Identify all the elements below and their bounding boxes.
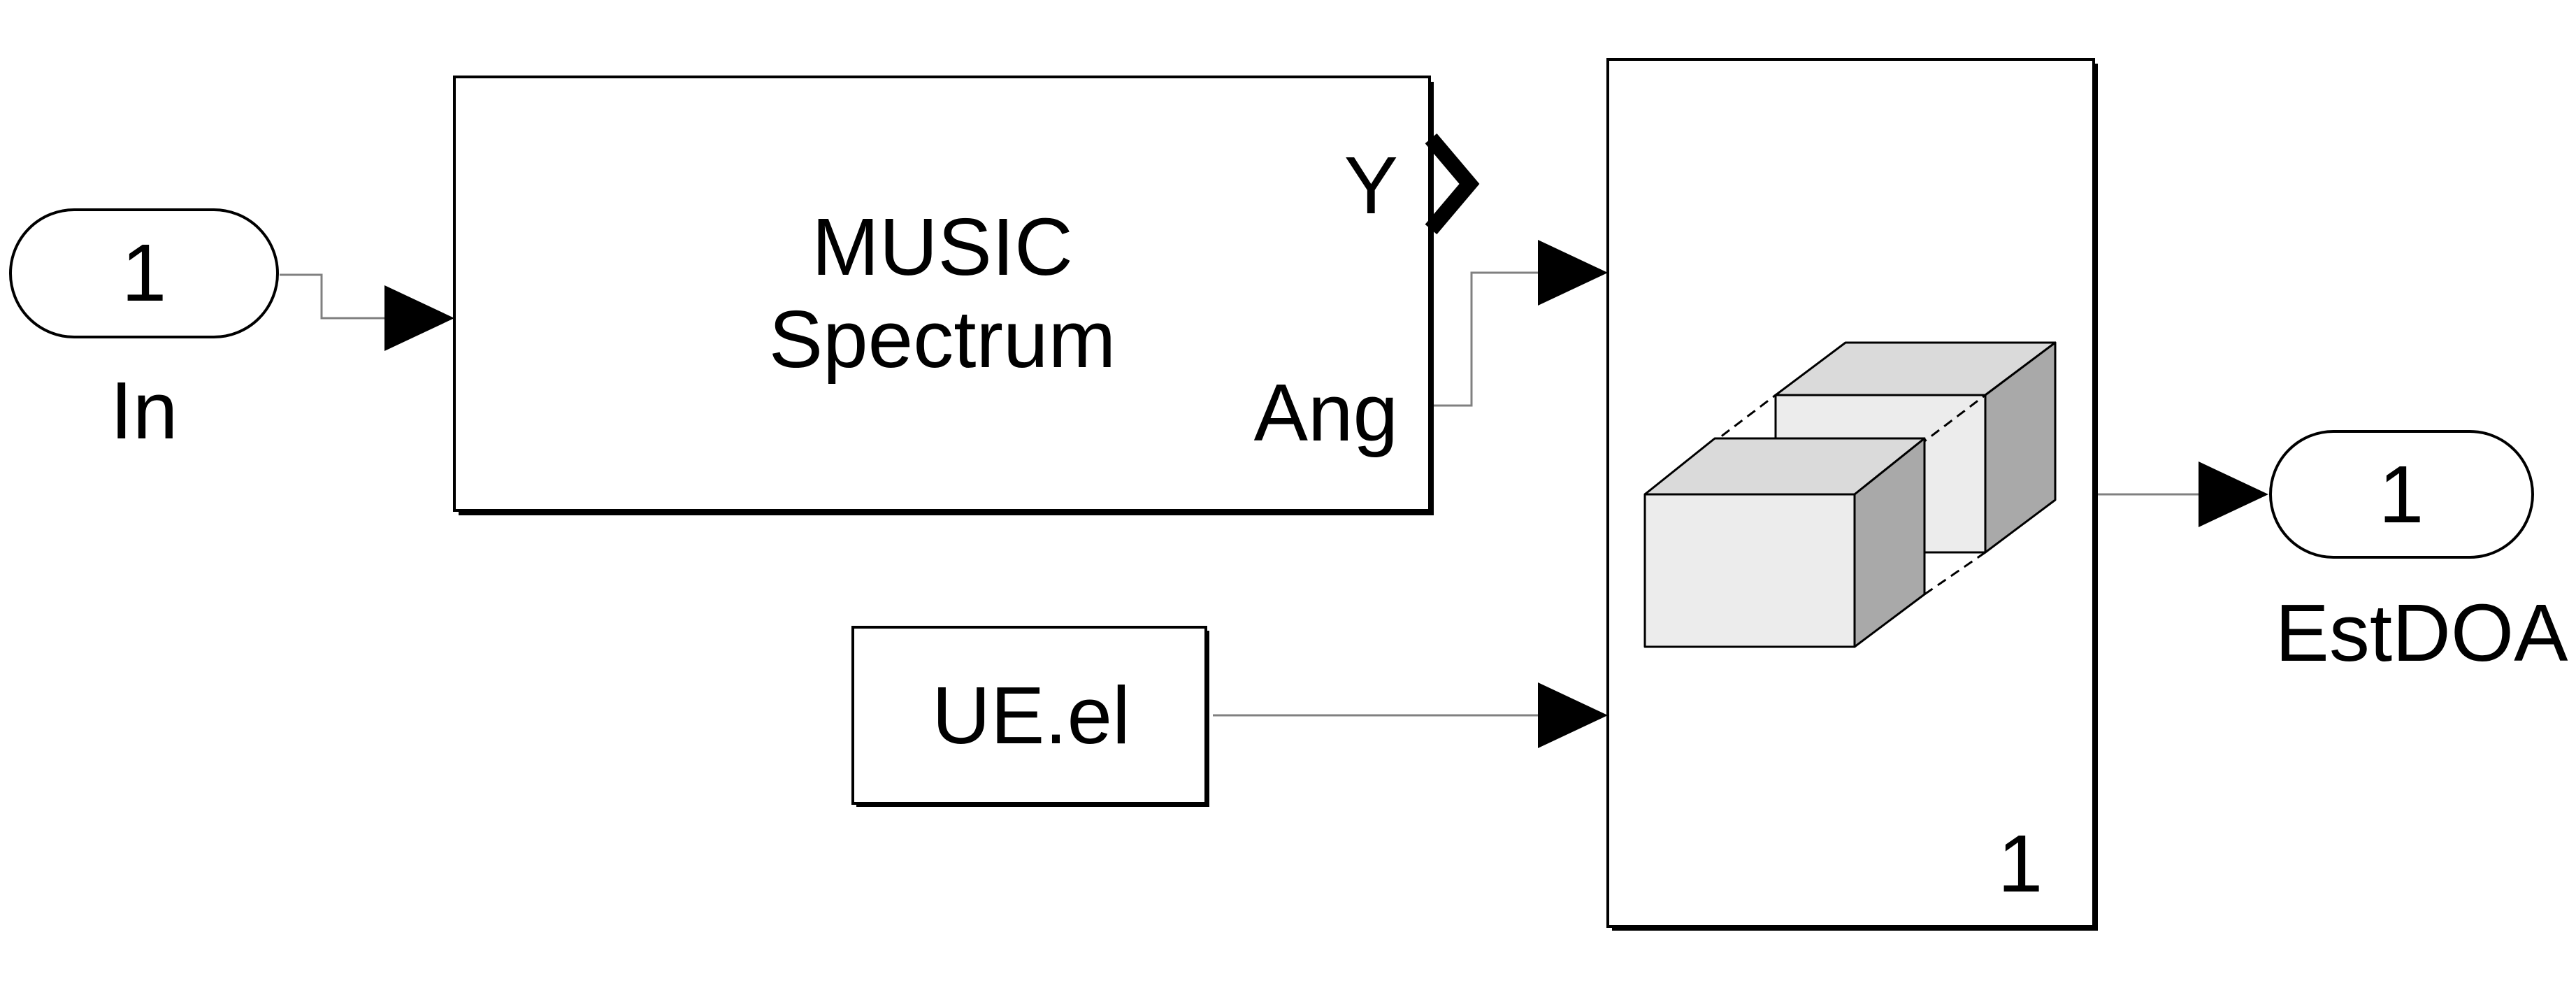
concat-input-1-arrow <box>1538 240 1608 306</box>
outport-shape[interactable] <box>2269 430 2534 559</box>
constant-block-body[interactable] <box>851 626 1207 805</box>
back-cube-side-face <box>1984 341 2057 554</box>
inport-block[interactable]: 1 In <box>9 208 279 456</box>
concatenate-block[interactable]: 1 <box>1606 58 2098 931</box>
constant-block-value: UE.el <box>932 670 1130 761</box>
music-output-y-port-chevron[interactable] <box>1425 133 1480 235</box>
music-block-body[interactable] <box>453 76 1431 512</box>
constant-block[interactable]: UE.el <box>851 626 1209 807</box>
concat-dimension-label: 1 <box>1998 818 2043 909</box>
signal-line-in-to-music[interactable] <box>280 273 388 320</box>
inport-shape[interactable] <box>9 208 279 338</box>
outport-name: EstDOA <box>2275 587 2569 678</box>
outport-number: 1 <box>2379 449 2424 540</box>
front-cube-front-face <box>1643 493 1856 648</box>
outport-input-arrow <box>2199 461 2268 527</box>
music-block-title-line2: Spectrum <box>769 294 1116 385</box>
signal-line-ang-to-concat[interactable] <box>1430 271 1538 407</box>
front-cube-side-face <box>1853 437 1926 648</box>
music-output-y-label: Y <box>1344 140 1398 231</box>
music-output-ang-label: Ang <box>1254 367 1398 458</box>
inport-name: In <box>110 365 178 456</box>
music-input-port-arrow <box>384 285 454 351</box>
concatenate-cubes-icon <box>1643 341 2057 648</box>
signal-lines <box>280 271 2202 717</box>
music-spectrum-block[interactable]: MUSIC Spectrum Y Ang <box>453 76 1480 515</box>
concat-input-2-arrow <box>1538 682 1608 748</box>
outport-block[interactable]: 1 EstDOA <box>2269 430 2569 678</box>
music-block-title-line1: MUSIC <box>812 201 1073 292</box>
inport-number: 1 <box>122 227 167 318</box>
